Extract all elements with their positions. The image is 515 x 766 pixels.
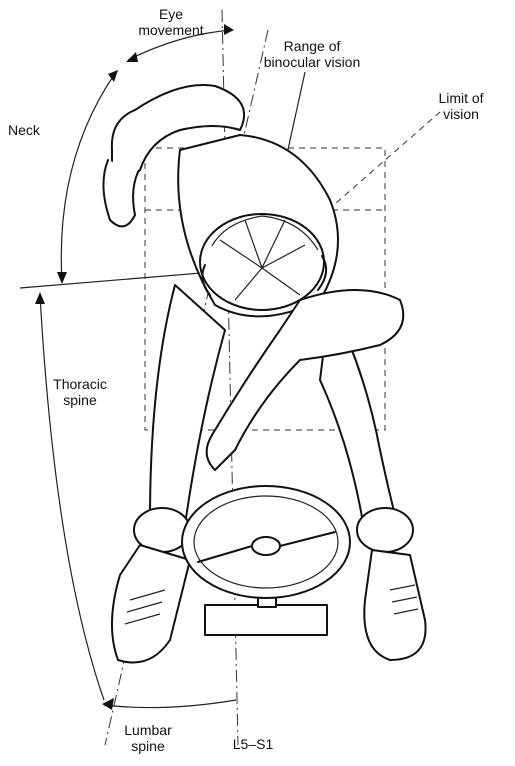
thoracic-spine-label: Thoracic spine <box>40 376 120 408</box>
neck-arrow-top <box>108 70 118 82</box>
l5-s1-label: L5–S1 <box>228 736 278 752</box>
neck-label: Neck <box>8 122 58 138</box>
head <box>200 214 324 310</box>
steering-hub <box>252 537 280 555</box>
limit-of-vision-label: Limit of vision <box>416 90 506 122</box>
right-shoe <box>364 550 425 660</box>
binocular-vision-label: Range of binocular vision <box>232 38 392 70</box>
thoracic-arc <box>40 295 104 700</box>
left-shoe <box>112 545 190 663</box>
thoracic-arrow-top <box>35 292 45 304</box>
neck-arrow-bottom <box>57 272 67 284</box>
lumbar-arc <box>104 700 236 708</box>
raised-hand <box>103 160 138 226</box>
eye-movement-label: Eye movement <box>116 6 226 38</box>
eye-arrow-left <box>126 52 138 62</box>
left-leg <box>150 285 225 525</box>
right-knee <box>357 508 413 552</box>
lumbar-spine-label: Lumbar spine <box>118 722 178 754</box>
steering-base <box>205 605 327 635</box>
